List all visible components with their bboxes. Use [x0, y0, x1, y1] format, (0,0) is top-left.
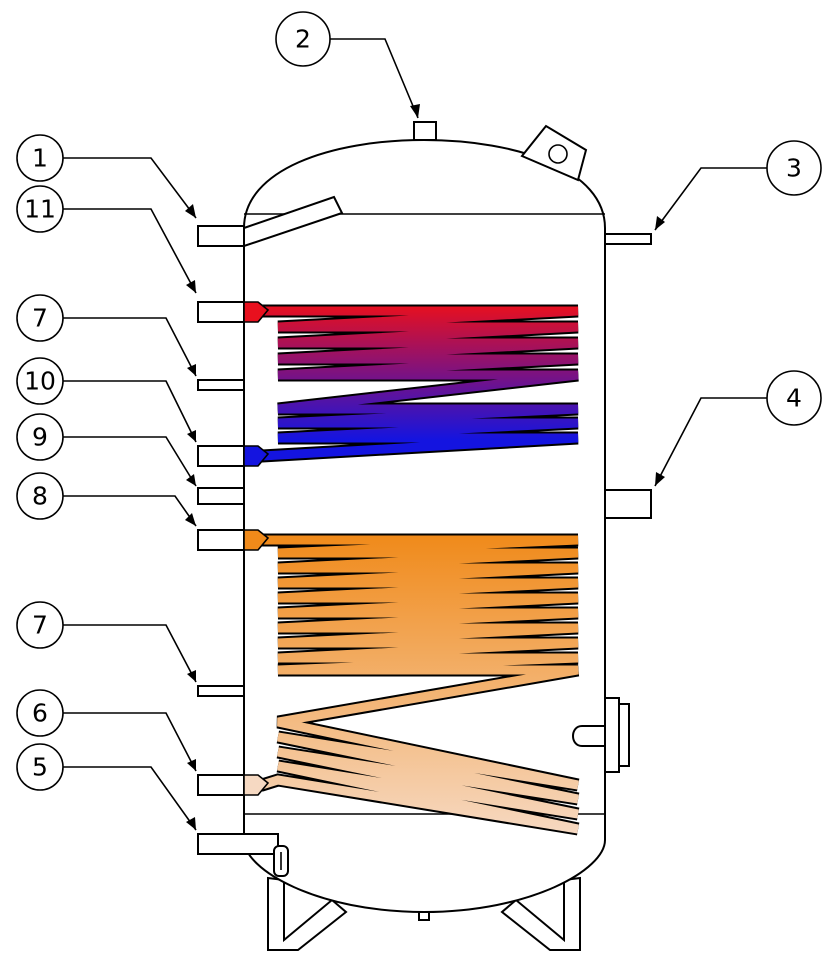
- leader-10: [63, 380, 197, 443]
- callout-bubbles: 1 2 3 4 5 6 7 7: [16, 11, 822, 791]
- flange-nozzle: [572, 725, 606, 747]
- leader-7-lower: [63, 624, 197, 683]
- callout-9: 9: [16, 413, 64, 461]
- callout-bubble: [16, 357, 64, 405]
- callout-number: 2: [295, 25, 311, 54]
- side-flange: [604, 697, 620, 773]
- leader-5: [63, 766, 197, 831]
- callout-number: 6: [32, 699, 48, 728]
- leader-4: [654, 397, 768, 487]
- arrowhead-10: [187, 430, 196, 442]
- callout-number: 1: [32, 144, 48, 173]
- coil-6-outlet-fitting: [243, 774, 270, 796]
- connection-8: [197, 529, 245, 551]
- callout-11: 11: [16, 185, 64, 233]
- right-support-leg: [500, 876, 581, 951]
- lower-coil-tube: [257, 535, 579, 834]
- left-support-leg: [267, 876, 348, 951]
- callout-5: 5: [16, 743, 64, 791]
- arrowhead-4: [655, 472, 665, 486]
- callout-number: 10: [24, 367, 56, 396]
- coil-8-inlet-fitting: [243, 529, 270, 551]
- connection-7-upper: [197, 379, 245, 391]
- callout-bubble: [766, 140, 822, 196]
- connection-11: [197, 301, 245, 323]
- leader-6: [63, 712, 197, 772]
- bottom-drain: [418, 911, 430, 921]
- arrowhead-9: [186, 474, 196, 486]
- callout-7-upper: 7: [16, 294, 64, 342]
- upper-coil-tube: [257, 306, 579, 461]
- arrowhead-8: [185, 513, 196, 526]
- connection-4: [604, 489, 652, 519]
- coil-10-outlet-fitting: [243, 445, 270, 467]
- arrowhead-1: [185, 204, 196, 218]
- connection-6: [197, 774, 245, 796]
- callout-number: 9: [32, 423, 48, 452]
- arrowhead-2: [410, 104, 420, 118]
- callout-7-lower: 7: [16, 601, 64, 649]
- top-lifting-lug: [520, 124, 588, 182]
- callout-leaders: [63, 38, 768, 831]
- leader-3: [654, 167, 768, 231]
- callout-bubble: [16, 185, 64, 233]
- callout-bubble: [16, 472, 64, 520]
- callout-3: 3: [766, 140, 822, 196]
- callout-bubble: [16, 134, 64, 182]
- callout-1: 1: [16, 134, 64, 182]
- callout-number: 4: [786, 384, 802, 413]
- callout-number: 7: [32, 304, 48, 333]
- upper-heat-exchanger-coil: [243, 301, 579, 467]
- callout-2: 2: [275, 11, 331, 67]
- arrowhead-7-upper: [187, 364, 196, 376]
- callout-6: 6: [16, 689, 64, 737]
- callout-10: 10: [16, 357, 64, 405]
- connection-5: [197, 833, 279, 855]
- callout-number: 3: [786, 154, 802, 183]
- arrowhead-7-lower: [187, 670, 196, 682]
- callout-bubble: [275, 11, 331, 67]
- leader-7-upper: [63, 317, 197, 377]
- callout-8: 8: [16, 472, 64, 520]
- leader-8: [63, 495, 197, 527]
- leader-9: [63, 436, 197, 487]
- connection-1-dip-tube: [243, 195, 344, 248]
- top-connection: [413, 121, 437, 141]
- connection-1: [197, 225, 245, 247]
- callout-arrowheads: [185, 104, 665, 830]
- leader-11: [63, 208, 197, 294]
- callout-bubble: [16, 413, 64, 461]
- leader-1: [63, 157, 197, 219]
- callout-number: 8: [32, 482, 48, 511]
- leader-2: [330, 38, 419, 119]
- connection-7-lower: [197, 685, 245, 697]
- arrowhead-5: [186, 817, 196, 830]
- lifting-lug-hole: [548, 144, 568, 164]
- callout-bubble: [16, 294, 64, 342]
- arrowhead-6: [187, 759, 196, 771]
- callout-bubble: [16, 689, 64, 737]
- coil-11-inlet-fitting: [243, 301, 270, 323]
- arrowhead-11: [186, 280, 196, 293]
- callout-4: 4: [766, 370, 822, 426]
- connection-9: [197, 487, 245, 505]
- callout-bubble: [766, 370, 822, 426]
- callout-number: 7: [32, 611, 48, 640]
- arrowhead-3: [655, 216, 665, 230]
- lower-heat-exchanger-coil: [243, 529, 580, 836]
- connection-10: [197, 445, 245, 467]
- callout-number: 5: [32, 753, 48, 782]
- callout-number: 11: [24, 195, 56, 224]
- callout-bubble: [16, 743, 64, 791]
- connection-3: [604, 233, 652, 245]
- side-flange-ring: [618, 703, 630, 767]
- callout-bubble: [16, 601, 64, 649]
